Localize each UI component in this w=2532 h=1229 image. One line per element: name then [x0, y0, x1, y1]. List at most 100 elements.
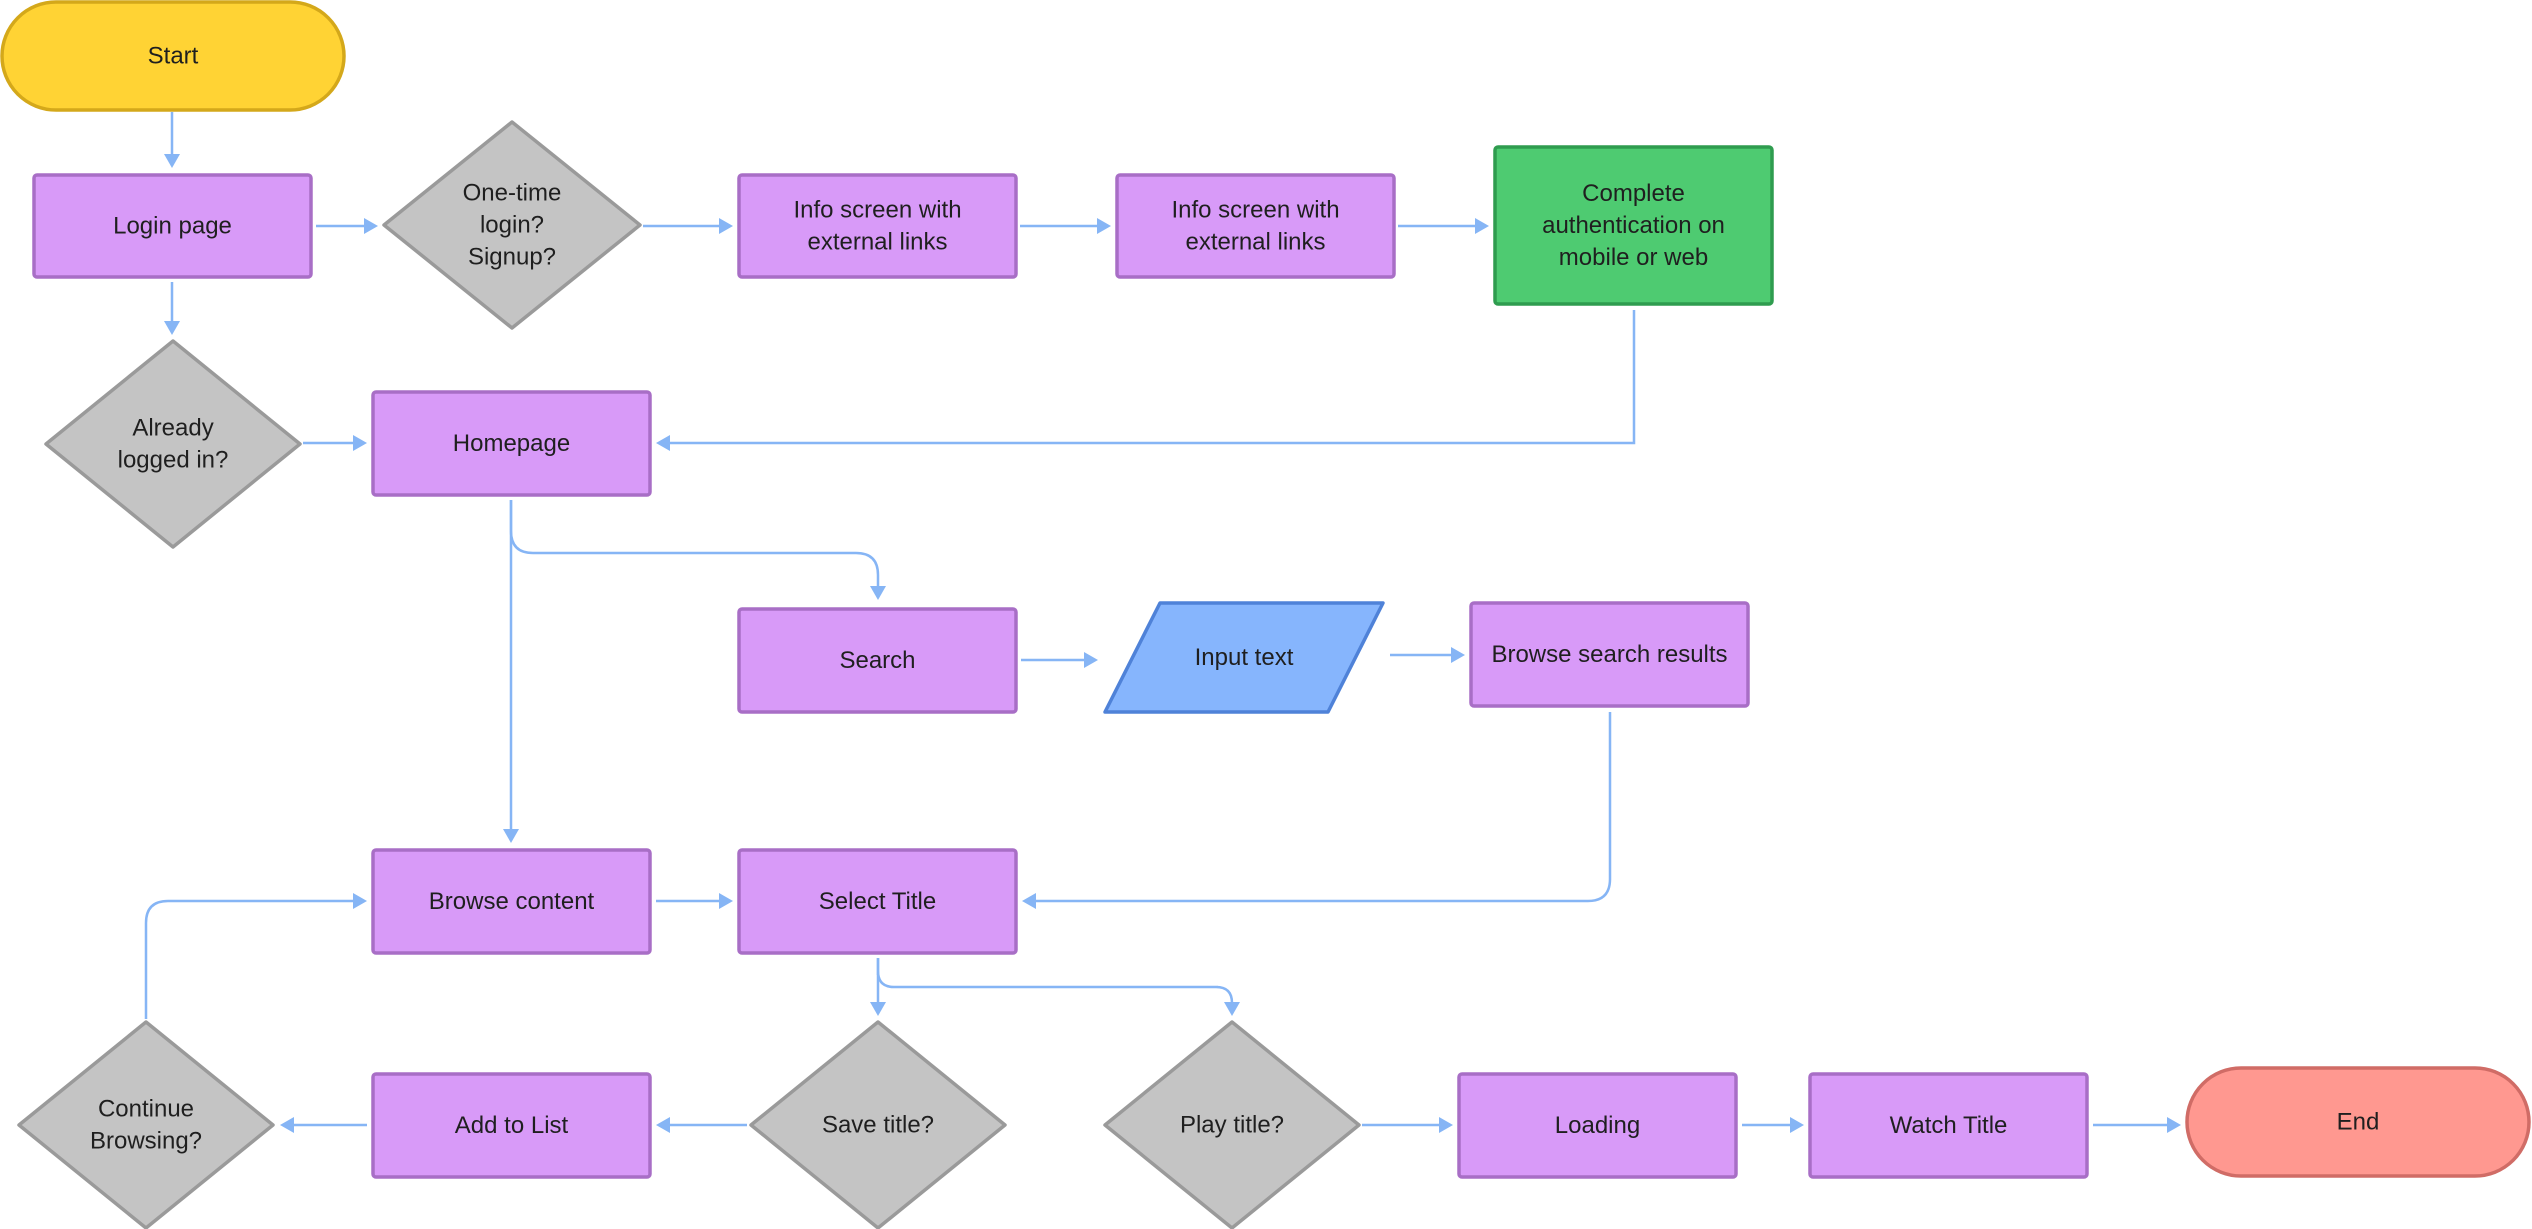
node-label: Play title?: [1180, 1112, 1284, 1139]
edge-home-to-browse: [503, 500, 519, 843]
edge-already-to-home: [303, 435, 367, 451]
node-addlist[interactable]: Add to List: [371, 1072, 652, 1179]
arrowhead-icon: [1439, 1117, 1453, 1133]
node-label: Save title?: [822, 1112, 934, 1139]
arrowhead-icon: [656, 435, 670, 451]
edges-layer: [144, 112, 2181, 1133]
node-label: Add to List: [455, 1112, 569, 1139]
node-start[interactable]: Start: [0, 0, 346, 112]
process-box: [1115, 173, 1396, 279]
node-already[interactable]: Already logged in?: [44, 339, 302, 549]
edge-login-to-onetime: [316, 218, 378, 234]
arrowhead-icon: [870, 1002, 886, 1016]
node-label: Homepage: [453, 430, 570, 457]
node-auth[interactable]: Complete authentication on mobile or web: [1493, 145, 1774, 306]
arrowhead-icon: [1084, 652, 1098, 668]
edge-watch-to-end: [2093, 1117, 2181, 1133]
node-browse[interactable]: Browse content: [371, 848, 652, 955]
arrowhead-icon: [719, 218, 733, 234]
node-label: Browsing?: [90, 1128, 202, 1155]
node-label: logged in?: [118, 447, 229, 474]
node-label: authentication on: [1542, 212, 1725, 239]
decision-diamond: [749, 1020, 1007, 1229]
process-box: [371, 1072, 652, 1179]
node-label: Already: [132, 415, 213, 442]
node-label: End: [2337, 1109, 2380, 1136]
process-box: [1469, 601, 1750, 708]
node-info2[interactable]: Info screen with external links: [1115, 173, 1396, 279]
arrowhead-icon: [870, 586, 886, 600]
node-end[interactable]: End: [2185, 1066, 2531, 1178]
process-box: [1493, 145, 1774, 306]
arrowhead-icon: [353, 893, 367, 909]
decision-diamond: [382, 120, 642, 330]
terminal-pill: [0, 0, 346, 112]
arrowhead-icon: [164, 154, 180, 168]
node-results[interactable]: Browse search results: [1469, 601, 1750, 708]
process-box: [371, 390, 652, 497]
node-label: external links: [1185, 229, 1325, 256]
process-box: [1457, 1072, 1738, 1179]
node-label: One-time: [463, 180, 562, 207]
edge-select-to-play: [876, 958, 1240, 1016]
process-box: [1808, 1072, 2089, 1179]
process-box: [371, 848, 652, 955]
node-save[interactable]: Save title?: [749, 1020, 1007, 1229]
node-label: Select Title: [819, 888, 936, 915]
arrowhead-icon: [164, 321, 180, 335]
arrowhead-icon: [719, 893, 733, 909]
arrowhead-icon: [1224, 1002, 1240, 1016]
edge-continue-to-browse: [144, 893, 367, 1019]
node-label: Complete: [1582, 180, 1685, 207]
arrowhead-icon: [656, 1117, 670, 1133]
node-login[interactable]: Login page: [32, 173, 313, 279]
edge-info2-to-auth: [1398, 218, 1489, 234]
edge-onetime-to-info1: [643, 218, 733, 234]
node-label: Browse content: [429, 888, 595, 915]
node-label: Login page: [113, 213, 232, 240]
node-label: Browse search results: [1491, 641, 1727, 668]
process-box: [737, 173, 1018, 279]
node-label: Start: [148, 43, 199, 70]
edge-results-to-select: [1022, 712, 1612, 909]
node-label: Info screen with: [1171, 197, 1339, 224]
connector-line: [1036, 712, 1612, 903]
arrowhead-icon: [1790, 1117, 1804, 1133]
edge-save-to-addlist: [656, 1117, 747, 1133]
edge-info1-to-info2: [1020, 218, 1111, 234]
edge-browse-to-select: [656, 893, 733, 909]
connector-line: [509, 500, 880, 586]
arrowhead-icon: [353, 435, 367, 451]
node-home[interactable]: Homepage: [371, 390, 652, 497]
node-label: Loading: [1555, 1112, 1640, 1139]
arrowhead-icon: [1475, 218, 1489, 234]
node-label: mobile or web: [1559, 244, 1708, 271]
node-select[interactable]: Select Title: [737, 848, 1018, 955]
process-box: [737, 848, 1018, 955]
process-box: [32, 173, 313, 279]
arrowhead-icon: [503, 829, 519, 843]
edge-loading-to-watch: [1742, 1117, 1804, 1133]
edge-input-to-results: [1390, 647, 1465, 663]
connector-line: [144, 899, 353, 1019]
edge-login-to-already: [164, 282, 180, 335]
arrowhead-icon: [1022, 893, 1036, 909]
node-play[interactable]: Play title?: [1103, 1020, 1361, 1229]
decision-diamond: [1103, 1020, 1361, 1229]
node-label: Info screen with: [793, 197, 961, 224]
node-watch[interactable]: Watch Title: [1808, 1072, 2089, 1179]
node-loading[interactable]: Loading: [1457, 1072, 1738, 1179]
edge-auth-to-home: [656, 310, 1636, 451]
node-input[interactable]: Input text: [1103, 601, 1385, 714]
node-label: Input text: [1195, 644, 1294, 671]
node-search[interactable]: Search: [737, 607, 1018, 714]
terminal-pill: [2185, 1066, 2531, 1178]
node-label: login?: [480, 212, 544, 239]
arrowhead-icon: [2167, 1117, 2181, 1133]
connector-line: [876, 958, 1234, 1004]
node-label: Continue: [98, 1096, 194, 1123]
